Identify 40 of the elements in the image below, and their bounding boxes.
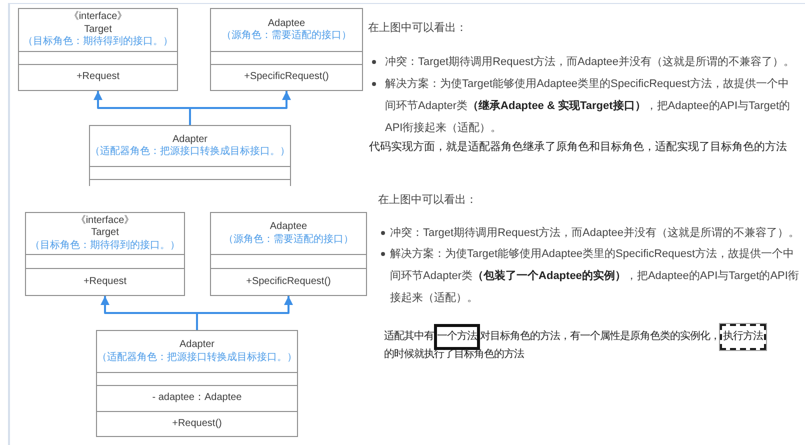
stereotype-text: 《interface》 bbox=[76, 214, 134, 228]
paragraph-text: 的时候就执行了目标角色的方法 bbox=[384, 347, 524, 362]
class-name: Target bbox=[91, 227, 119, 240]
bullet-text: 解决方案：为使Target能够使用Adaptee类里的SpecificRequest方法，故提供一个中间环节Adapter类（包装了一个Adaptee的实例），把Adaptee的API与Target的API衔接起来（适配）。 bbox=[390, 246, 800, 306]
paragraph-text: 适配其中有 bbox=[384, 329, 434, 344]
section-heading: 在上图中可以看出： bbox=[378, 193, 478, 208]
uml-class-box bbox=[89, 125, 291, 186]
uml-class-box bbox=[18, 8, 178, 91]
bullet-text: 冲突：Target期待调用Request方法，而Adaptee并没有（这就是所谓的不兼容了）。 bbox=[385, 54, 796, 70]
class-note: （源角色：需要适配的接口） bbox=[222, 30, 352, 42]
paragraph-text: 对目标角色的方法，有一个属性是原角色类的实例化， bbox=[480, 329, 720, 344]
attribute-name: - adaptee：Adaptee bbox=[152, 392, 242, 405]
class-name: Adaptee bbox=[270, 221, 308, 234]
method-name: +Request bbox=[76, 71, 120, 84]
selection-frame: 执行方法 bbox=[720, 324, 766, 350]
class-note: （目标角色：期待得到的接口。） bbox=[30, 240, 180, 252]
uml-class-box bbox=[210, 212, 367, 296]
bullet-text: 解决方案：为使Target能够使用Adaptee类里的SpecificRequest方法，故提供一个中间环节Adapter类（继承Adaptee & 实现Target接口），把Adaptee的API与Target的API衔接起来（适配）。 bbox=[385, 76, 792, 136]
class-name: Adapter bbox=[172, 134, 208, 146]
uml-class-box bbox=[96, 330, 298, 437]
class-name: Adapter bbox=[179, 339, 215, 352]
class-note: （适配器角色：把源接口转换成目标接口。） bbox=[97, 352, 297, 364]
bullet-text: 冲突：Target期待调用Request方法，而Adaptee并没有（这就是所谓的不兼容了）。 bbox=[390, 226, 801, 241]
uml-class-box bbox=[25, 212, 185, 296]
inheritance-arrow bbox=[189, 91, 291, 125]
inheritance-arrow bbox=[196, 296, 293, 330]
method-name: +SpecificRequest() bbox=[246, 276, 331, 288]
stereotype-text: 《interface》 bbox=[68, 11, 128, 24]
paragraph-text: 代码实现方面，就是适配器角色继承了原角色和目标角色，适配实现了目标角色的方法 bbox=[369, 140, 788, 155]
class-note: （适配器角色：把源接口转换成目标接口。） bbox=[90, 146, 290, 158]
highlight-frame: 一个方法 bbox=[434, 324, 480, 350]
section-heading: 在上图中可以看出： bbox=[368, 21, 468, 36]
method-name: +SpecificRequest() bbox=[244, 71, 329, 84]
class-note: （源角色：需要适配的接口） bbox=[224, 234, 354, 246]
class-name: Target bbox=[84, 24, 112, 36]
class-note: （目标角色：期待得到的接口。） bbox=[23, 36, 173, 49]
method-name: +Request() bbox=[172, 418, 222, 430]
uml-class-box bbox=[210, 8, 363, 91]
class-name: Adaptee bbox=[268, 18, 306, 30]
method-name: +Request bbox=[83, 276, 127, 288]
